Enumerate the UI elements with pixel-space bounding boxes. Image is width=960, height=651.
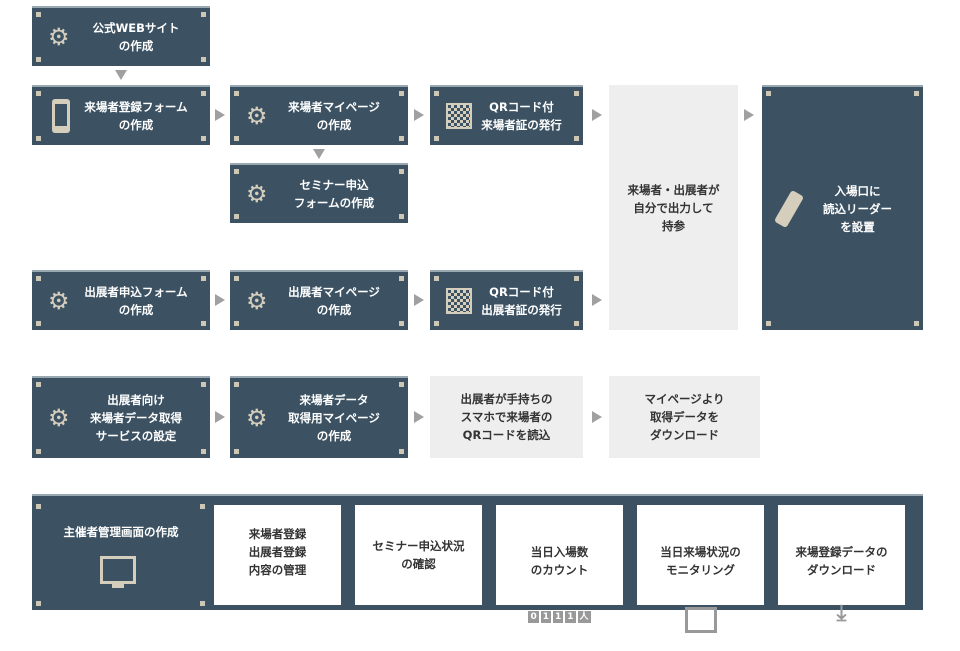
qr-code-icon [446, 288, 472, 314]
monitor-icon [100, 556, 136, 584]
corner-marker [766, 321, 771, 326]
corner-marker [434, 136, 439, 141]
arrow-right [215, 109, 225, 121]
web-site-box: ⚙公式WEBサイト の作成 [32, 6, 210, 66]
scan-box: 出展者が手持ちの スマホで来場者の QRコードを読込 [430, 376, 583, 458]
arrow-right [215, 294, 225, 306]
corner-marker [234, 449, 239, 454]
seminar-form-box: ⚙セミナー申込 フォームの作成 [230, 163, 408, 223]
qr-code-icon [446, 103, 472, 129]
visitor-mypage-box: ⚙来場者マイページ の作成 [230, 85, 408, 145]
corner-marker [36, 382, 41, 387]
corner-marker [574, 136, 579, 141]
corner-marker [399, 321, 404, 326]
arrow-down [115, 70, 127, 80]
corner-marker [399, 276, 404, 281]
admin-item-monitoring: 当日来場状況の モニタリング [637, 505, 764, 633]
arrow-right [744, 109, 754, 121]
corner-marker [234, 136, 239, 141]
gear-icon: ⚙ [48, 287, 70, 315]
exhibitor-form-box: ⚙出展者申込フォーム の作成 [32, 270, 210, 330]
corner-marker [399, 136, 404, 141]
corner-marker [434, 321, 439, 326]
arrow-down [313, 149, 325, 159]
corner-marker [234, 169, 239, 174]
corner-marker [36, 276, 41, 281]
admin-item-count: 当日入場数 のカウント 0 1 1 1 人 [496, 505, 623, 623]
exhibitor-mypage-box: ⚙出展者マイページ の作成 [230, 270, 408, 330]
arrow-right [215, 411, 225, 423]
corner-marker [766, 91, 771, 96]
corner-marker [399, 91, 404, 96]
corner-marker [201, 449, 206, 454]
gear-icon: ⚙ [246, 180, 268, 208]
reader-box: 入場口に 読込リーダー を設置 [762, 85, 923, 330]
download-box: マイページより 取得データを ダウンロード [609, 376, 760, 458]
corner-marker [234, 276, 239, 281]
corner-marker [201, 136, 206, 141]
corner-marker [201, 382, 206, 387]
corner-marker [434, 91, 439, 96]
counter-icon: 0 1 1 1 人 [528, 611, 591, 623]
gear-icon: ⚙ [246, 404, 268, 432]
admin-panel: 主催者管理画面の作成 来場者登録 出展者登録 内容の管理 セミナー申込状況 の確… [32, 494, 923, 633]
corner-marker [36, 57, 41, 62]
chart-monitor-icon [684, 607, 717, 633]
gear-icon: ⚙ [48, 404, 70, 432]
corner-marker [36, 12, 41, 17]
corner-marker [399, 449, 404, 454]
corner-marker [36, 321, 41, 326]
admin-title: 主催者管理画面の作成 [63, 525, 179, 539]
corner-marker [574, 321, 579, 326]
corner-marker [914, 91, 919, 96]
corner-marker [36, 136, 41, 141]
visitor-qr-box: QRコード付 来場者証の発行 [430, 85, 583, 145]
arrow-right [414, 109, 424, 121]
arrow-right [592, 294, 602, 306]
gear-icon: ⚙ [246, 102, 268, 130]
download-icon: ⤓ [836, 601, 847, 626]
corner-marker [399, 382, 404, 387]
visitor-form-box: 来場者登録フォーム の作成 [32, 85, 210, 145]
admin-item-manage: 来場者登録 出展者登録 内容の管理 [214, 505, 341, 605]
data-mypage-box: ⚙来場者データ 取得用マイページ の作成 [230, 376, 408, 458]
admin-item-seminar: セミナー申込状況 の確認 [355, 505, 482, 605]
corner-marker [574, 276, 579, 281]
corner-marker [399, 214, 404, 219]
arrow-right [414, 294, 424, 306]
exhibitor-qr-box: QRコード付 出展者証の発行 [430, 270, 583, 330]
corner-marker [234, 91, 239, 96]
arrow-right [592, 109, 602, 121]
arrow-right [592, 411, 602, 423]
corner-marker [574, 91, 579, 96]
corner-marker [201, 12, 206, 17]
admin-item-download: 来場登録データの ダウンロード ⤓ [778, 505, 905, 625]
corner-marker [399, 169, 404, 174]
service-box: ⚙出展者向け 来場者データ取得 サービスの設定 [32, 376, 210, 458]
corner-marker [914, 321, 919, 326]
corner-marker [234, 321, 239, 326]
arrow-right [414, 411, 424, 423]
corner-marker [234, 214, 239, 219]
corner-marker [434, 276, 439, 281]
corner-marker [201, 57, 206, 62]
gear-icon: ⚙ [246, 287, 268, 315]
smartphone-icon [52, 99, 70, 133]
corner-marker [36, 449, 41, 454]
gear-icon: ⚙ [48, 23, 70, 51]
corner-marker [36, 91, 41, 96]
corner-marker [201, 276, 206, 281]
corner-marker [234, 382, 239, 387]
print-box: 来場者・出展者が 自分で出力して 持参 [609, 85, 738, 330]
corner-marker [201, 91, 206, 96]
corner-marker [201, 321, 206, 326]
